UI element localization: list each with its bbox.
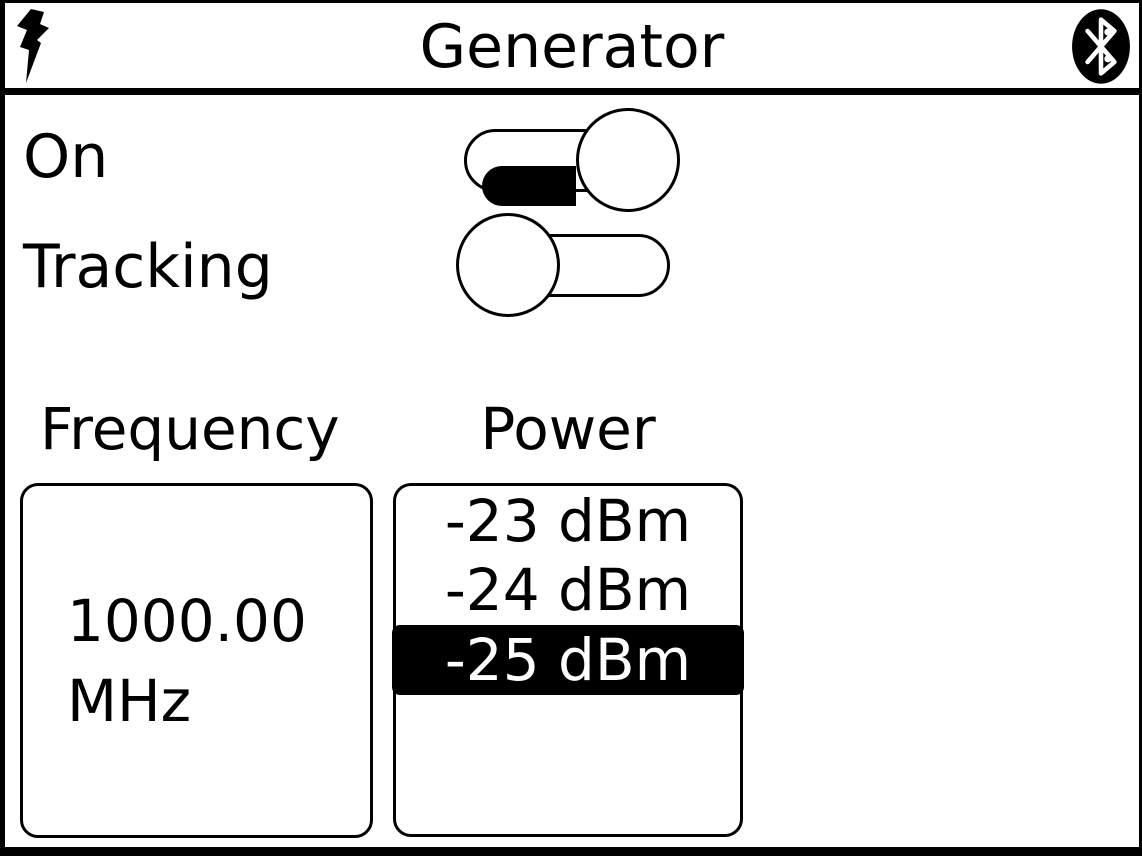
power-option-empty[interactable] (396, 764, 740, 834)
frequency-value-number: 1000.00 (67, 586, 307, 655)
header-bar: Generator (5, 3, 1139, 88)
page-title: Generator (419, 12, 725, 82)
on-toggle-label: On (23, 122, 109, 192)
lightning-bolt-icon (17, 9, 49, 83)
toggle-knob (456, 213, 560, 317)
frequency-value-box[interactable]: 1000.00 MHz (20, 483, 373, 838)
power-option-empty[interactable] (396, 695, 740, 765)
power-option[interactable]: -24 dBm (444, 556, 692, 625)
power-list-box: -23 dBm -24 dBm -25 dBm (392, 483, 744, 837)
toggle-knob (576, 108, 680, 212)
bluetooth-icon (1072, 9, 1130, 84)
frequency-label: Frequency (40, 395, 340, 463)
frequency-value-unit: MHz (67, 666, 192, 735)
toggle-track-fill (482, 166, 576, 206)
header-divider (5, 88, 1139, 95)
power-option[interactable]: -23 dBm (444, 486, 692, 555)
tracking-toggle-label: Tracking (23, 232, 273, 302)
tracking-toggle-switch[interactable] (456, 212, 678, 318)
on-toggle-switch[interactable] (460, 107, 682, 213)
power-option[interactable]: -25 dBm (392, 625, 744, 695)
power-label: Power (480, 395, 656, 463)
